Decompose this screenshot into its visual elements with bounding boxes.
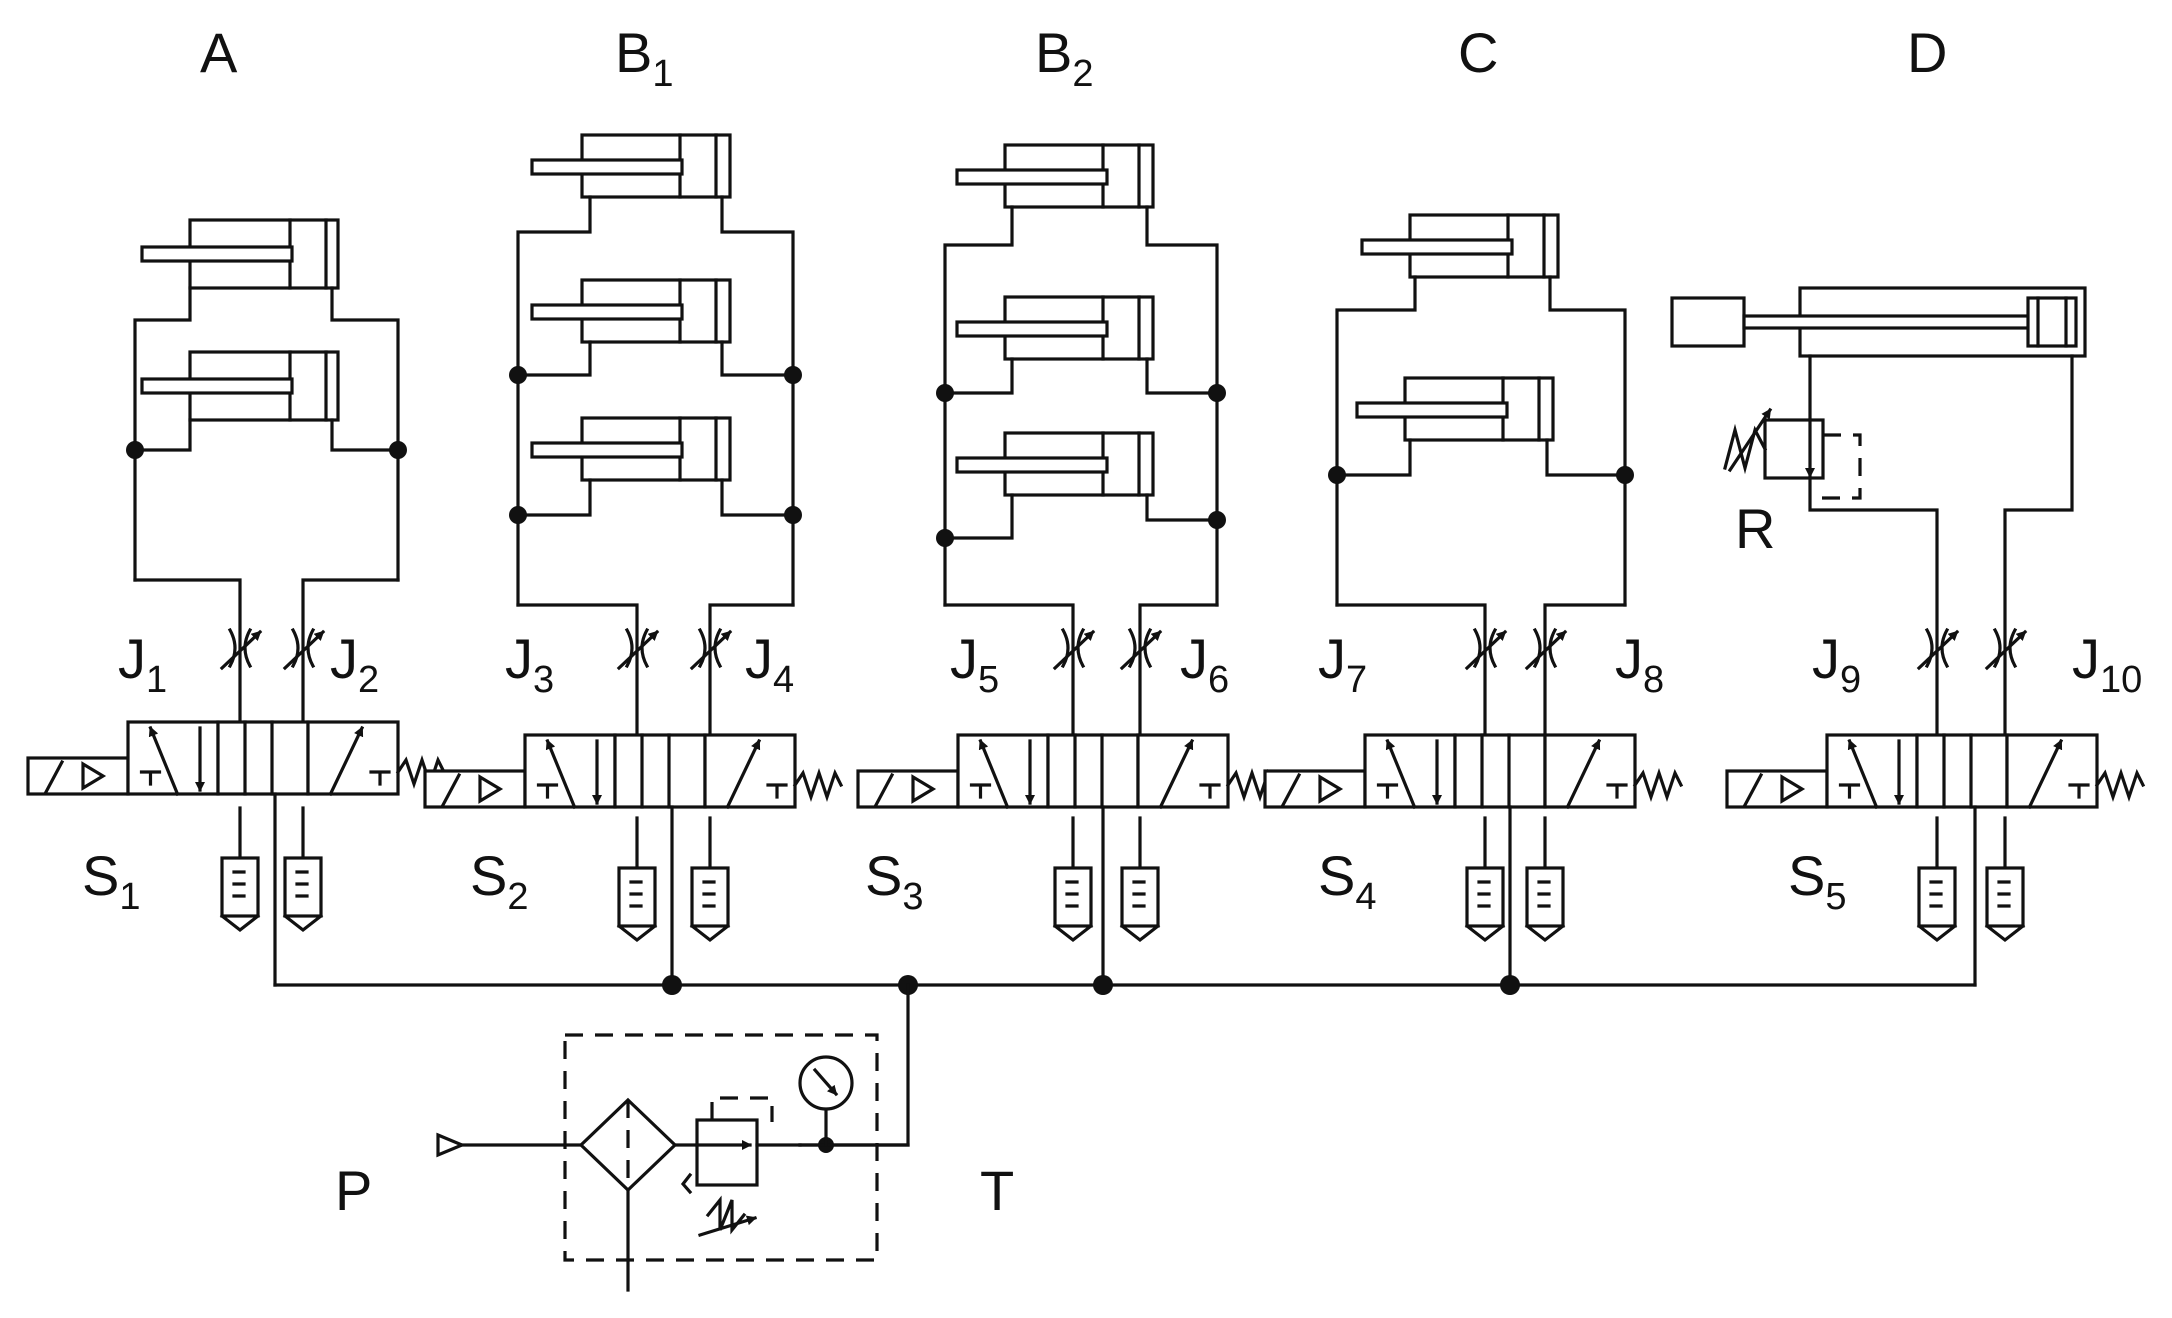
valve-label: S5	[1788, 844, 1847, 918]
spring-icon	[2094, 767, 2146, 803]
throttle-valve	[1119, 627, 1163, 671]
cylinder	[955, 143, 1155, 209]
silencer-icon	[219, 806, 261, 933]
cylinder	[955, 431, 1155, 497]
relief-valve-label: R	[1735, 497, 1775, 560]
spring-icon	[792, 767, 844, 803]
valve-label: S4	[1318, 844, 1377, 918]
cylinder	[1360, 213, 1560, 279]
actuator-group-b1	[509, 133, 802, 777]
throttle-label: J10	[2072, 627, 2142, 701]
throttle-label: J9	[1812, 627, 1861, 701]
silencer-icon	[1916, 816, 1958, 943]
throttle-label: J2	[330, 627, 379, 701]
main-supply-line	[273, 975, 1977, 1147]
cylinder	[140, 350, 340, 422]
solenoid-valve	[1725, 627, 2146, 987]
throttle-valve	[1984, 627, 2028, 671]
solenoid-icon	[856, 769, 960, 809]
throttle-label: J5	[950, 627, 999, 701]
throttle-valve	[1916, 627, 1960, 671]
line-label: T	[980, 1159, 1014, 1222]
throttle-valve	[1052, 627, 1096, 671]
throttle-label: J8	[1615, 627, 1664, 701]
cylinder	[530, 278, 732, 344]
rodless-cylinder	[1670, 286, 2087, 358]
solenoid-icon	[423, 769, 527, 809]
filter-icon	[578, 1097, 678, 1292]
silencer-icon	[1119, 816, 1161, 943]
group-a-label: A	[200, 21, 238, 84]
cylinder	[955, 295, 1155, 361]
throttle-valve	[219, 627, 263, 671]
actuator-group-c	[1328, 213, 1634, 777]
throttle-label: J3	[505, 627, 554, 701]
silencer-icon	[689, 816, 731, 943]
throttle-valve	[1524, 627, 1568, 671]
silencer-icon	[1052, 816, 1094, 943]
cylinder	[140, 218, 340, 290]
group-b1-label: B1	[615, 21, 674, 95]
cylinder	[530, 416, 732, 482]
throttle-valve	[616, 627, 660, 671]
silencer-icon	[1984, 816, 2026, 943]
solenoid-valve	[856, 627, 1277, 987]
valve-label: S3	[865, 844, 924, 918]
solenoid-icon	[26, 756, 130, 796]
silencer-icon	[616, 816, 658, 943]
group-b2-label: B2	[1035, 21, 1094, 95]
group-c-label: C	[1458, 21, 1498, 84]
pressure-gauge-icon	[798, 1055, 854, 1147]
throttle-valve	[689, 627, 733, 671]
throttle-label: J7	[1318, 627, 1367, 701]
spring-icon	[395, 754, 447, 790]
valve-throttle-symbols	[26, 627, 2146, 987]
solenoid-valve	[26, 627, 447, 987]
air-service-unit	[436, 1033, 910, 1292]
solenoid-valve	[423, 627, 844, 987]
supply-label: P	[335, 1159, 372, 1222]
silencer-icon	[282, 806, 324, 933]
silencer-icon	[1464, 816, 1506, 943]
actuator-group-d: R	[1670, 286, 2087, 777]
actuator-group-b2	[936, 143, 1226, 777]
relief-valve-r	[1723, 407, 1862, 500]
group-d-label: D	[1907, 21, 1947, 84]
cylinder	[1355, 376, 1555, 442]
pressure-regulator-icon	[680, 1096, 774, 1238]
throttle-valve	[1464, 627, 1508, 671]
solenoid-icon	[1725, 769, 1829, 809]
valve-label: S1	[82, 844, 141, 918]
solenoid-icon	[1263, 769, 1367, 809]
solenoid-valve	[1263, 627, 1684, 987]
throttle-label: J4	[745, 627, 794, 701]
spring-icon	[1632, 767, 1684, 803]
throttle-label: J6	[1180, 627, 1229, 701]
valve-label: S2	[470, 844, 529, 918]
throttle-label: J1	[118, 627, 167, 701]
throttle-valve	[282, 627, 326, 671]
cylinder	[530, 133, 732, 199]
actuator-group-a	[126, 218, 407, 737]
silencer-icon	[1524, 816, 1566, 943]
